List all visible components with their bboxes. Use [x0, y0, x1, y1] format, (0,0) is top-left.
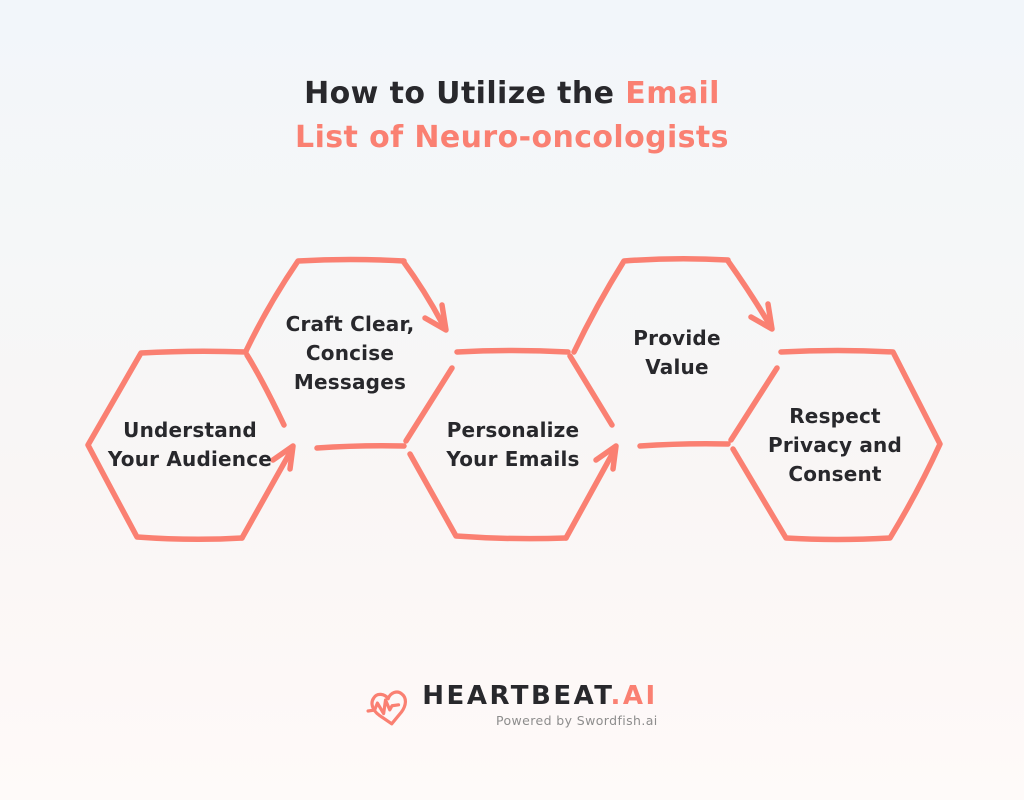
- heart-pulse-icon: [366, 690, 408, 726]
- hexagon-shared-edge-3-4: [567, 353, 615, 428]
- hexagon-step-5: [730, 347, 943, 543]
- title-line-2: List of Neuro-oncologists: [295, 120, 729, 155]
- step-label-3: Personalize Your Emails: [446, 418, 580, 471]
- hexagon-shared-edge-2-3: [403, 365, 455, 444]
- page-title: How to Utilize the Email List of Neuro-o…: [0, 72, 1024, 160]
- title-line-1: How to Utilize the Email: [304, 76, 720, 111]
- hexagon-shared-edge-1-2: [244, 352, 287, 428]
- brand-footer: HEARTBEAT.AI Powered by Swordfish.ai: [0, 681, 1024, 733]
- brand-tagline: Powered by Swordfish.ai: [495, 713, 658, 728]
- hexagon-step-1: [85, 348, 249, 543]
- flow-arrow-4-5: [725, 258, 775, 332]
- hexagon-step-2: [243, 256, 407, 451]
- hexagon-shared-edge-4-5: [728, 365, 780, 443]
- hexagon-step-4: [571, 255, 731, 449]
- step-label-1: Understand Your Audience: [107, 418, 273, 471]
- flow-arrow-3-4: [563, 443, 619, 541]
- hexagon-step-3: [407, 347, 571, 542]
- title-accent-word: Email: [625, 76, 720, 111]
- brand-suffix: .AI: [610, 681, 658, 711]
- flow-arrow-2-3: [400, 258, 449, 333]
- brand-text-block: HEARTBEAT.AI Powered by Swordfish.ai: [422, 681, 657, 728]
- step-label-5: Respect Privacy and Consent: [767, 404, 903, 486]
- step-label-2: Craft Clear, Concise Messages: [285, 312, 415, 394]
- step-label-4: Provide Value: [633, 326, 721, 379]
- flow-arrow-1-2: [239, 443, 296, 541]
- brand-name: HEARTBEAT.AI: [422, 681, 658, 711]
